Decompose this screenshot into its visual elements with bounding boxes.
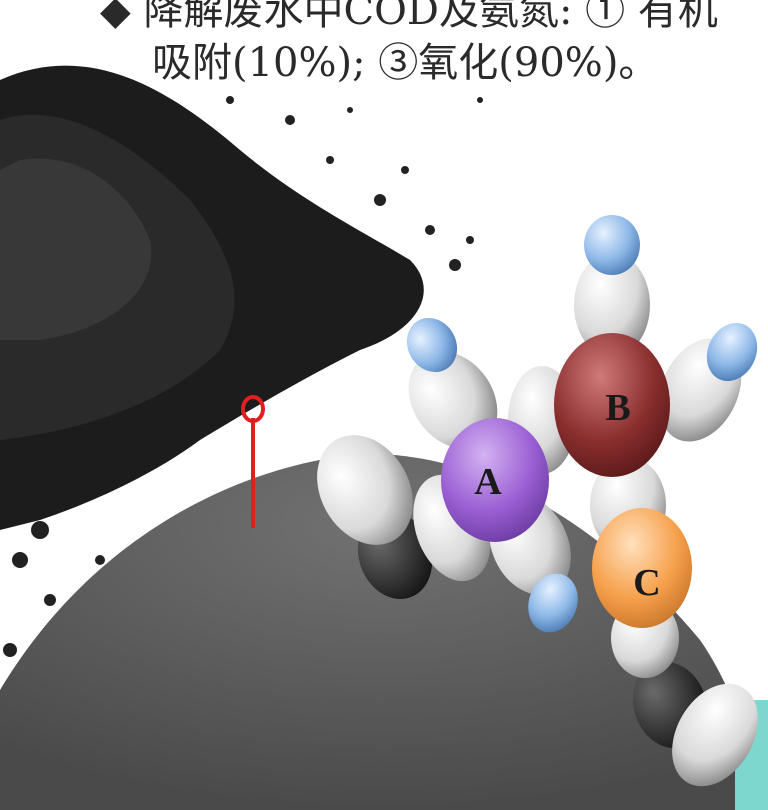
adsorbent-surface [0, 454, 768, 810]
atom-white-10 [672, 683, 758, 787]
label-a: A [474, 461, 502, 503]
atom-a [441, 418, 549, 542]
carbon-heap [0, 65, 483, 657]
atom-blue-1 [406, 317, 458, 373]
atom-blue-3 [706, 322, 758, 382]
atom-white-6 [574, 253, 650, 357]
description-line-2: 吸附(10%); ③氧化(90%)。 [152, 40, 659, 86]
molecule: A B C [317, 215, 758, 787]
description-line-1: ◆ 降解废水中COD及氨氮: ① 有机 [100, 0, 718, 34]
atom-b [554, 333, 670, 477]
atom-white-1 [317, 435, 413, 545]
label-b: B [605, 387, 630, 429]
label-c: C [633, 562, 660, 604]
atom-blue-4 [528, 573, 578, 633]
adsorption-pin [241, 395, 265, 528]
atom-blue-2 [584, 215, 640, 275]
atom-c [592, 508, 692, 628]
